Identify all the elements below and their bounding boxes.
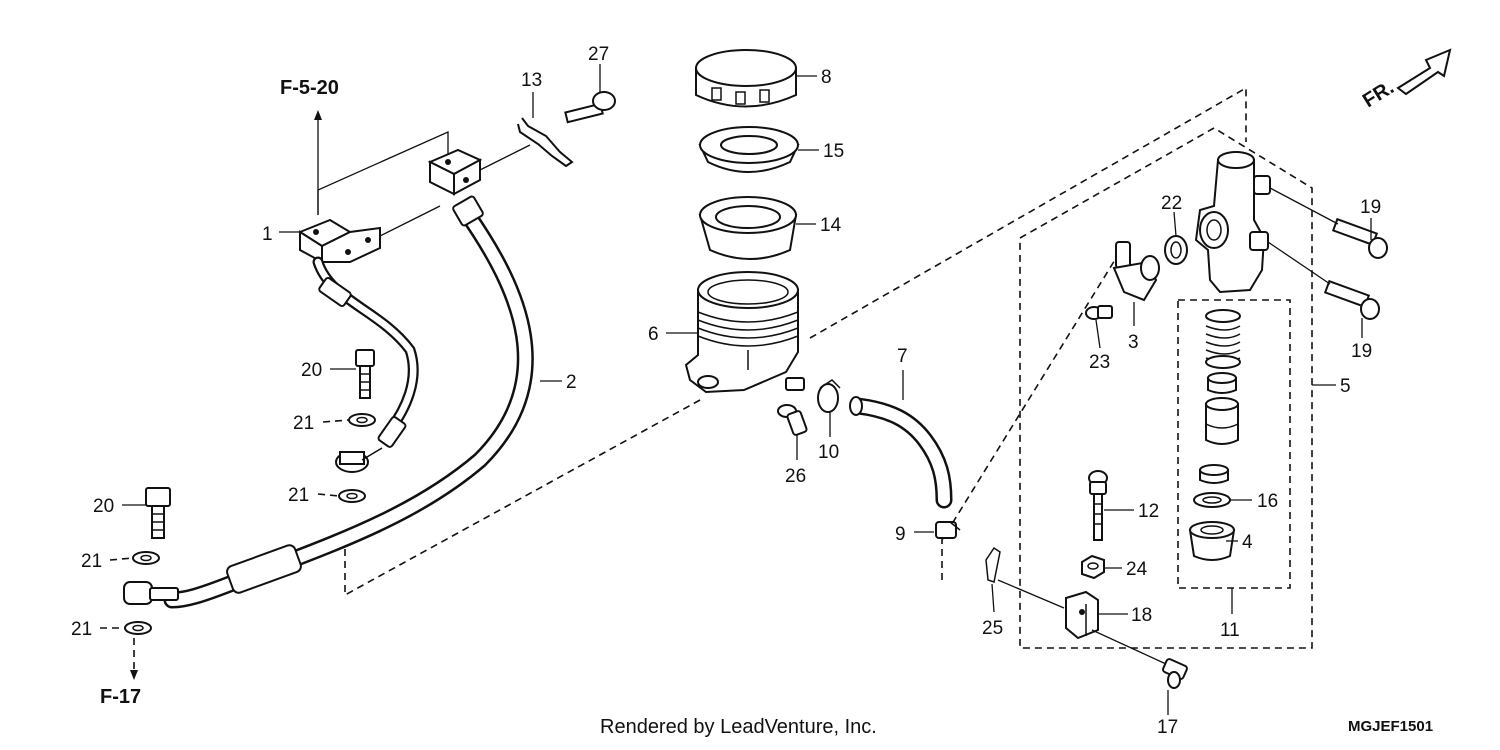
ref-label-bottom: F-17 xyxy=(100,686,141,708)
part-label-20-lower: 20 xyxy=(93,496,114,517)
banjo-bolt-part-20-upper xyxy=(355,349,375,399)
diagram-code: MGJEF1501 xyxy=(1348,718,1433,735)
reservoir-joint-part-3 xyxy=(1112,241,1160,302)
front-label: FR. xyxy=(1359,77,1398,113)
hose-clip-part-9 xyxy=(935,521,961,539)
nut-part-24 xyxy=(1081,554,1105,580)
part-label-9: 9 xyxy=(895,524,906,545)
part-label-18: 18 xyxy=(1131,605,1152,626)
part-label-7: 7 xyxy=(897,346,908,367)
part-label-24: 24 xyxy=(1126,559,1148,580)
hose-clip-part-10 xyxy=(817,379,841,413)
part-label-26: 26 xyxy=(785,466,806,487)
part-label-22: 22 xyxy=(1161,193,1182,214)
part-label-14: 14 xyxy=(820,215,842,236)
o-ring-part-22 xyxy=(1164,235,1188,265)
sealing-washer-part-21 xyxy=(124,413,376,635)
brake-hose-part-2 xyxy=(163,195,534,609)
spring-part xyxy=(1205,309,1241,369)
part-label-19-lower: 19 xyxy=(1351,341,1372,362)
diaphragm-part-14 xyxy=(698,196,798,260)
screw-part-23 xyxy=(1085,305,1113,320)
hose-clamp-upper xyxy=(427,148,483,196)
joint-pin-part-17 xyxy=(1091,629,1188,689)
banjo-fitting-upper xyxy=(335,447,383,473)
assembly-box-11 xyxy=(1177,299,1291,589)
front-direction-arrow: FR. xyxy=(1359,48,1452,113)
part-label-5: 5 xyxy=(1340,376,1351,397)
part-label-8: 8 xyxy=(821,67,832,88)
part-label-17: 17 xyxy=(1157,717,1178,738)
bolt-part-27 xyxy=(564,91,616,124)
banjo-fitting-lower xyxy=(123,581,179,605)
part-label-21-d: 21 xyxy=(71,619,92,640)
part-label-3: 3 xyxy=(1128,332,1139,353)
banjo-bolt-part-20-lower xyxy=(145,487,171,539)
push-rod-joint-part-18 xyxy=(1065,590,1099,640)
primary-cup xyxy=(1207,372,1237,394)
cotter-pin-part-25 xyxy=(985,546,1001,583)
part-label-16: 16 xyxy=(1257,491,1278,512)
piston xyxy=(1205,397,1239,445)
leader-lines xyxy=(100,64,1372,715)
part-label-10: 10 xyxy=(818,442,839,463)
part-label-23: 23 xyxy=(1089,352,1110,373)
circlip-part-16 xyxy=(1193,492,1231,508)
part-label-11: 11 xyxy=(1220,620,1240,641)
diaphragm-plate-part-15 xyxy=(698,126,800,173)
part-label-2: 2 xyxy=(566,372,577,393)
part-label-21-b: 21 xyxy=(288,485,309,506)
boot-part-4 xyxy=(1188,521,1236,561)
brake-line-small xyxy=(312,256,419,448)
reservoir-part-6 xyxy=(684,271,805,394)
mounting-bolt-part-19-lower xyxy=(1323,279,1380,320)
part-label-4: 4 xyxy=(1242,532,1253,553)
assembly-box-5 xyxy=(1019,127,1313,649)
hose-clamp-part-1 xyxy=(297,218,381,264)
part-label-21-a: 21 xyxy=(293,413,314,434)
part-label-20-upper: 20 xyxy=(301,360,322,381)
part-label-27: 27 xyxy=(588,44,609,65)
part-label-6: 6 xyxy=(648,324,659,345)
group-line-hose xyxy=(344,399,701,597)
part-label-19-upper: 19 xyxy=(1360,197,1381,218)
ref-arrow-bottom xyxy=(130,638,138,680)
reservoir-cap-part-8 xyxy=(695,49,797,108)
part-label-1: 1 xyxy=(262,224,273,245)
reservoir-hose-part-7 xyxy=(849,396,953,509)
screw-part-26 xyxy=(777,404,808,436)
master-cylinder-body xyxy=(1194,151,1271,294)
push-rod-part-12 xyxy=(1088,470,1108,541)
part-label-15: 15 xyxy=(823,141,844,162)
secondary-cup xyxy=(1199,464,1229,484)
credit-text: Rendered by LeadVenture, Inc. xyxy=(600,716,877,738)
group-line-hose7 xyxy=(941,241,1127,580)
part-label-25: 25 xyxy=(982,618,1003,639)
hose-guide-part-13 xyxy=(517,117,574,168)
part-label-13: 13 xyxy=(521,70,542,91)
ref-label-top: F-5-20 xyxy=(280,77,339,99)
part-label-21-c: 21 xyxy=(81,551,102,572)
part-label-12: 12 xyxy=(1138,501,1159,522)
mounting-bolt-part-19-upper xyxy=(1331,217,1388,259)
